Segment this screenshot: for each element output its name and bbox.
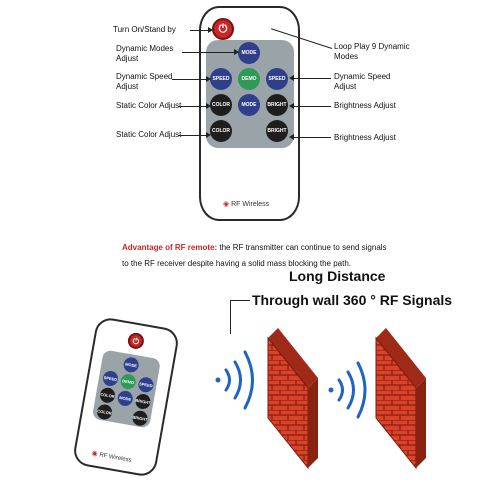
- wave-signal-icon: [328, 361, 367, 419]
- callout-line: [190, 30, 210, 31]
- callout-loop-play: Loop Play 9 Dynamic Modes: [334, 42, 410, 61]
- bright-up-button[interactable]: BRIGHT: [266, 94, 288, 116]
- callout-line: [182, 52, 236, 53]
- arrow-icon: [289, 75, 294, 81]
- callout-brightness-2: Brightness Adjust: [334, 133, 396, 142]
- brick-wall-1: [267, 328, 318, 470]
- arrow-icon: [208, 27, 213, 33]
- power-button[interactable]: ⏻: [212, 18, 234, 40]
- callout-static-color-2: Static Color Adjust: [116, 130, 182, 139]
- arrow-icon: [206, 76, 211, 82]
- wave-signal-icon: [215, 350, 254, 410]
- speed-label: SPEED: [212, 75, 230, 82]
- arrow-icon: [289, 134, 294, 140]
- callout-dynamic-speed-left: Dynamic Speed Adjust: [116, 72, 173, 91]
- callout-static-color-1: Static Color Adjust: [116, 101, 182, 110]
- demo-label: DEMO: [241, 75, 257, 82]
- callout-line: [172, 79, 207, 80]
- advantage-paragraph: Advantage of RF remote: the RF transmitt…: [122, 240, 392, 272]
- mode-up-button[interactable]: MODE: [238, 42, 260, 64]
- mode-label: MODE: [241, 49, 257, 56]
- speed-up-button[interactable]: SPEED: [266, 68, 288, 90]
- connector-line: [230, 300, 250, 301]
- speed-down-button[interactable]: SPEED: [210, 68, 232, 90]
- bright-label: BRIGHT: [267, 127, 287, 134]
- bright-down-button[interactable]: BRIGHT: [266, 120, 288, 142]
- callout-dynamic-modes: Dynamic Modes Adjust: [116, 44, 174, 63]
- bright-label: BRIGHT: [267, 101, 287, 108]
- heading-long-distance: Long Distance: [289, 268, 386, 284]
- arrow-icon: [206, 132, 211, 138]
- remote-footer-text: RF Wireless: [231, 201, 270, 208]
- demo-button[interactable]: DEMO: [238, 68, 260, 90]
- callout-line: [178, 135, 207, 136]
- remote-footer: ◉ RF Wireless: [223, 200, 269, 208]
- callout-line: [293, 106, 331, 107]
- color-up-button[interactable]: COLOR: [210, 94, 232, 116]
- connector-line: [230, 300, 231, 334]
- mode-label: MODE: [241, 101, 257, 108]
- speed-label: SPEED: [268, 75, 286, 82]
- callout-dynamic-speed-right: Dynamic Speed Adjust: [334, 72, 391, 91]
- power-icon: ⏻: [218, 22, 228, 35]
- color-label: COLOR: [211, 127, 231, 134]
- callout-line: [293, 137, 331, 138]
- callout-line: [178, 106, 207, 107]
- arrow-icon: [289, 103, 294, 109]
- arrow-icon: [234, 49, 239, 55]
- callout-turn-on: Turn On/Stand by: [113, 25, 176, 34]
- advantage-text: the RF transmitter can continue to send …: [122, 243, 387, 268]
- mode-down-button[interactable]: MODE: [238, 94, 260, 116]
- callout-brightness-1: Brightness Adjust: [334, 101, 396, 110]
- color-down-button[interactable]: COLOR: [210, 120, 232, 142]
- callout-line: [293, 78, 331, 79]
- color-label: COLOR: [211, 101, 231, 108]
- advantage-label: Advantage of RF remote:: [122, 243, 218, 252]
- heading-through-wall: Through wall 360 ° RF Signals: [252, 292, 453, 308]
- wireless-icon: ◉: [223, 201, 230, 208]
- arrow-icon: [206, 103, 211, 109]
- brick-wall-2: [375, 328, 426, 470]
